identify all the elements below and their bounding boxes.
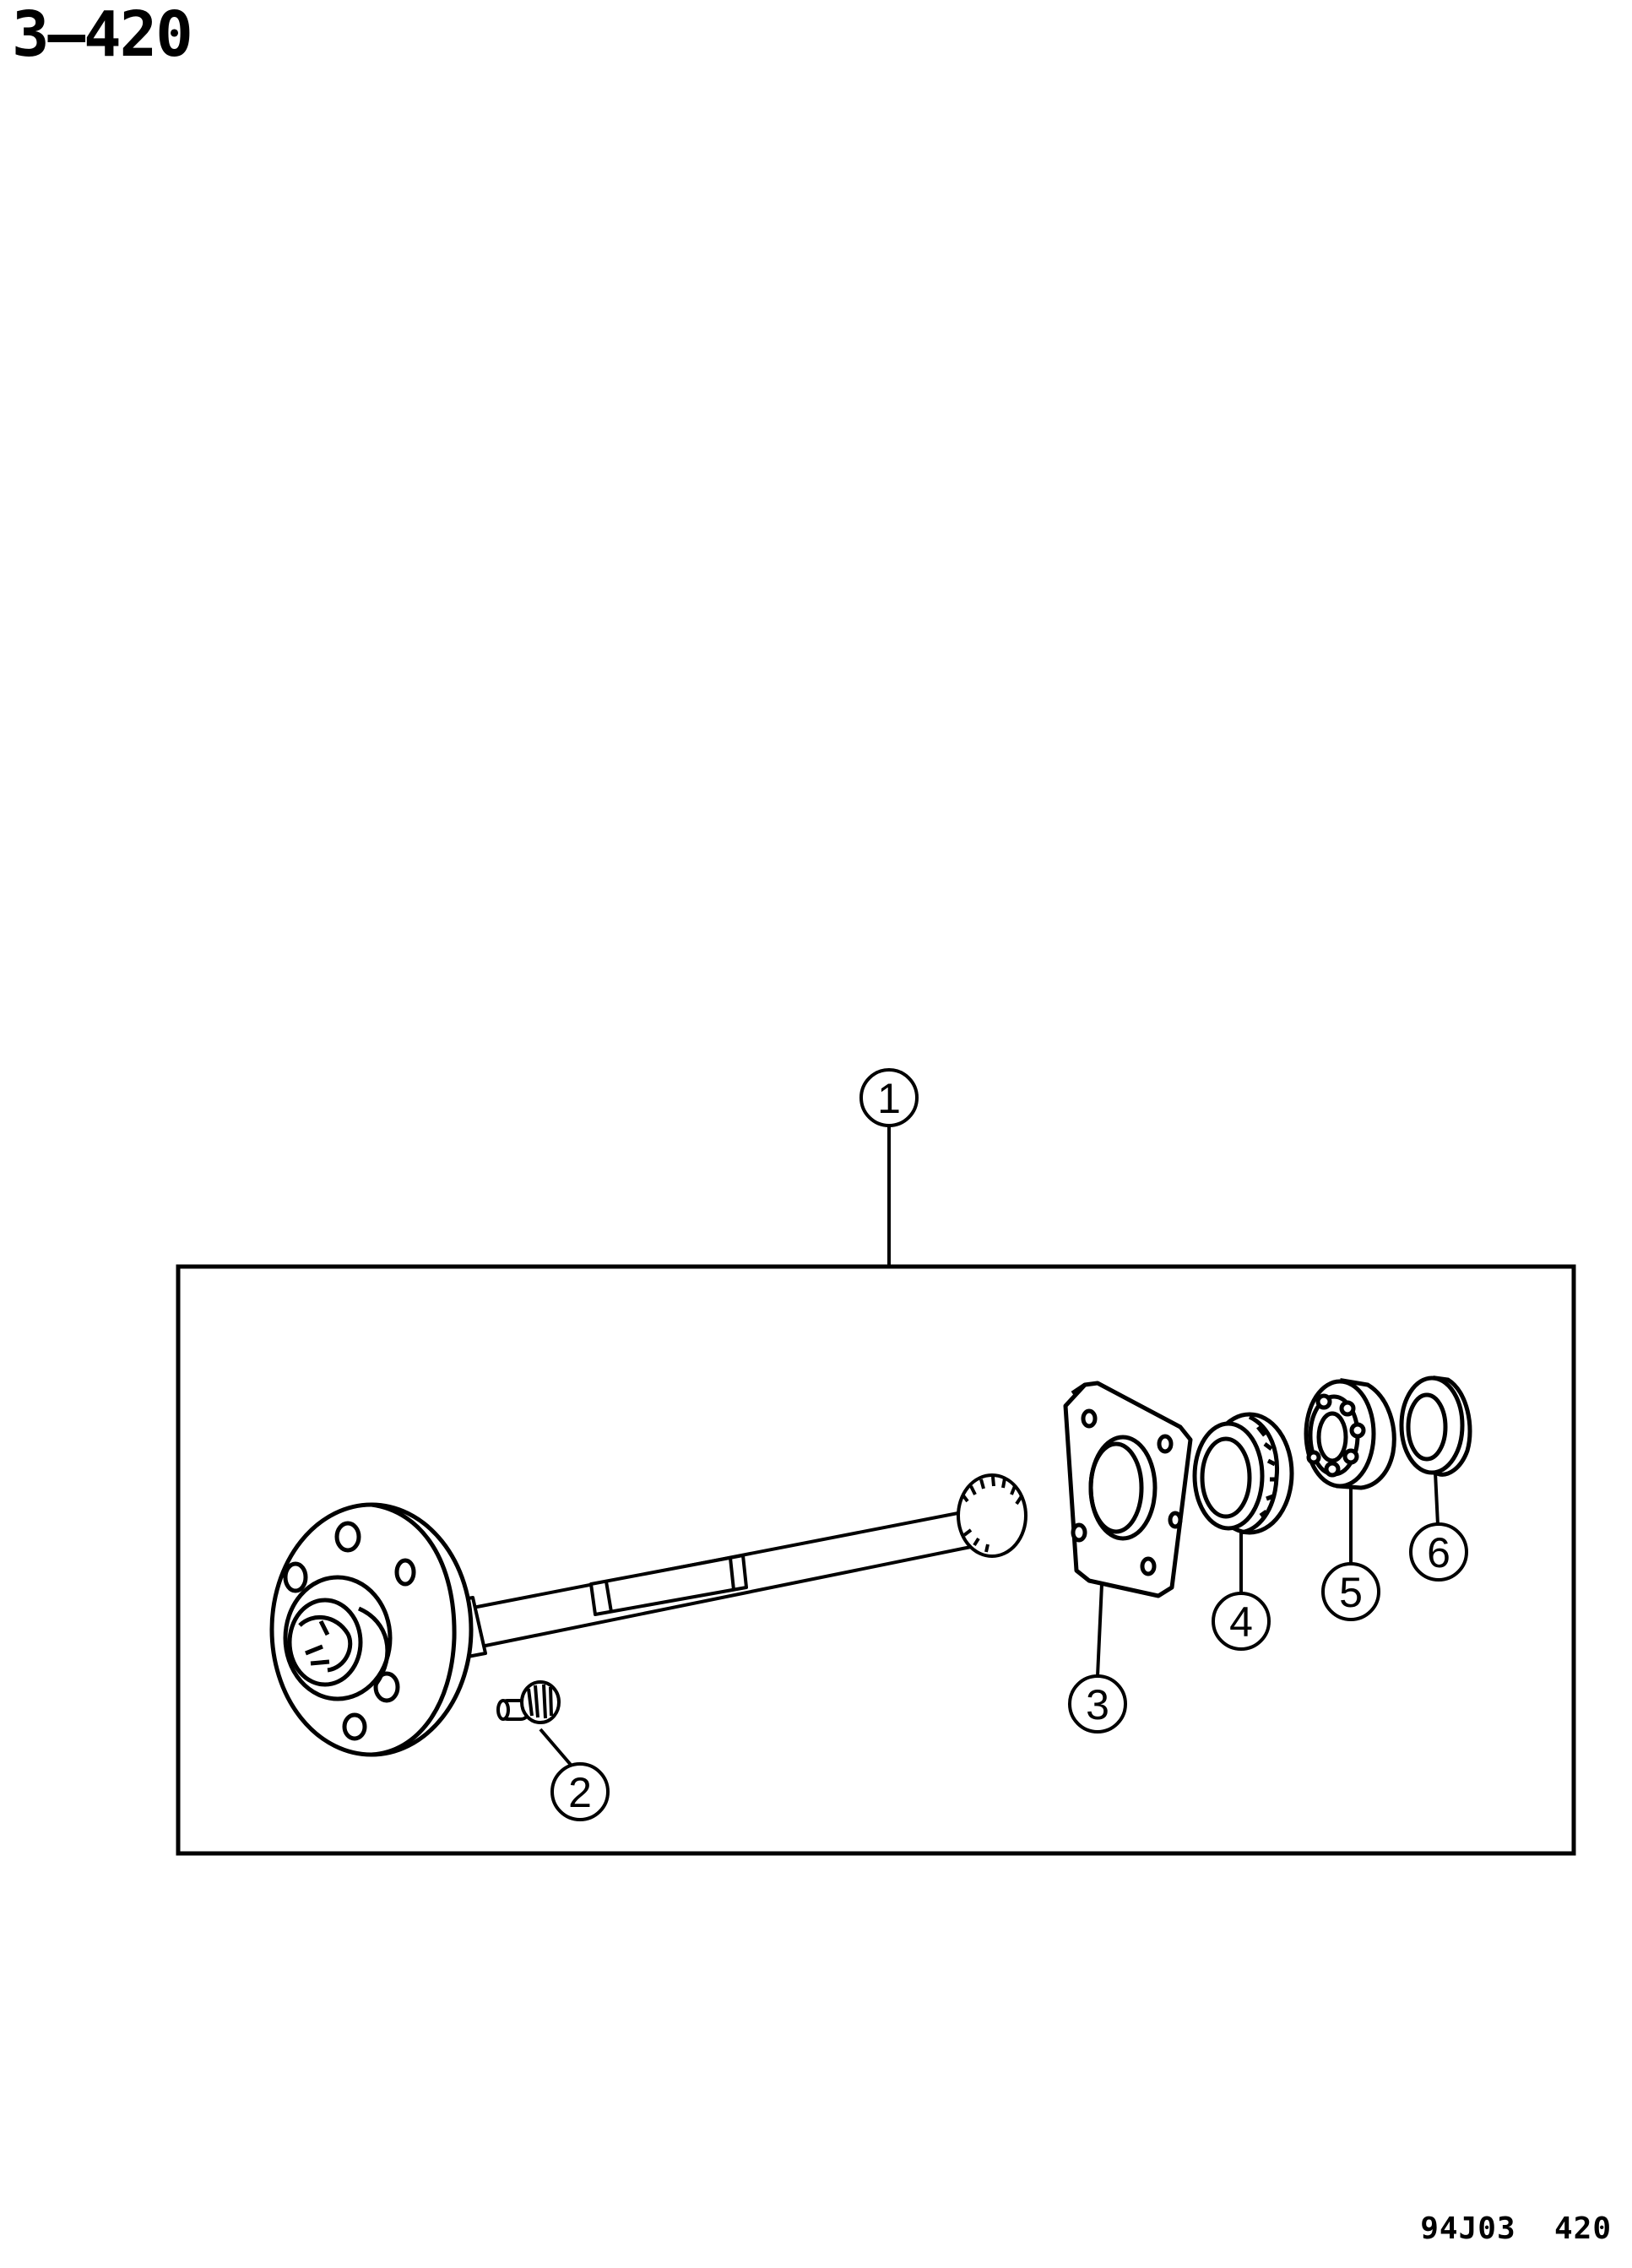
callout-5-label: 5	[1339, 1569, 1363, 1616]
callout-6-label: 6	[1427, 1529, 1450, 1576]
callout-4: 4	[1212, 1592, 1271, 1651]
callout-4-label: 4	[1229, 1598, 1253, 1646]
callout-1-label: 1	[877, 1075, 901, 1122]
axle-bearing	[1304, 1378, 1396, 1490]
callout-3-label: 3	[1086, 1681, 1109, 1728]
retaining-ring	[1399, 1375, 1472, 1477]
axle-shaft	[425, 1473, 1027, 1665]
axle-seal	[1192, 1412, 1294, 1535]
callout-3-leader	[1096, 1583, 1103, 1677]
callout-1: 1	[859, 1068, 919, 1127]
figure-code: 94J03 420	[1420, 2211, 1612, 2246]
callout-2-leader	[539, 1728, 572, 1766]
callout-5: 5	[1321, 1562, 1380, 1621]
callout-2: 2	[550, 1762, 610, 1821]
callout-3: 3	[1068, 1674, 1127, 1734]
callout-6: 6	[1409, 1522, 1468, 1582]
page-number: 3–420	[12, 0, 193, 71]
callout-6-leader	[1434, 1472, 1440, 1526]
assembly-frame	[176, 1264, 1576, 1856]
wheel-stud	[496, 1680, 561, 1724]
retainer-plate	[1063, 1381, 1193, 1598]
axle-flange	[269, 1502, 474, 1757]
callout-2-label: 2	[568, 1769, 592, 1816]
